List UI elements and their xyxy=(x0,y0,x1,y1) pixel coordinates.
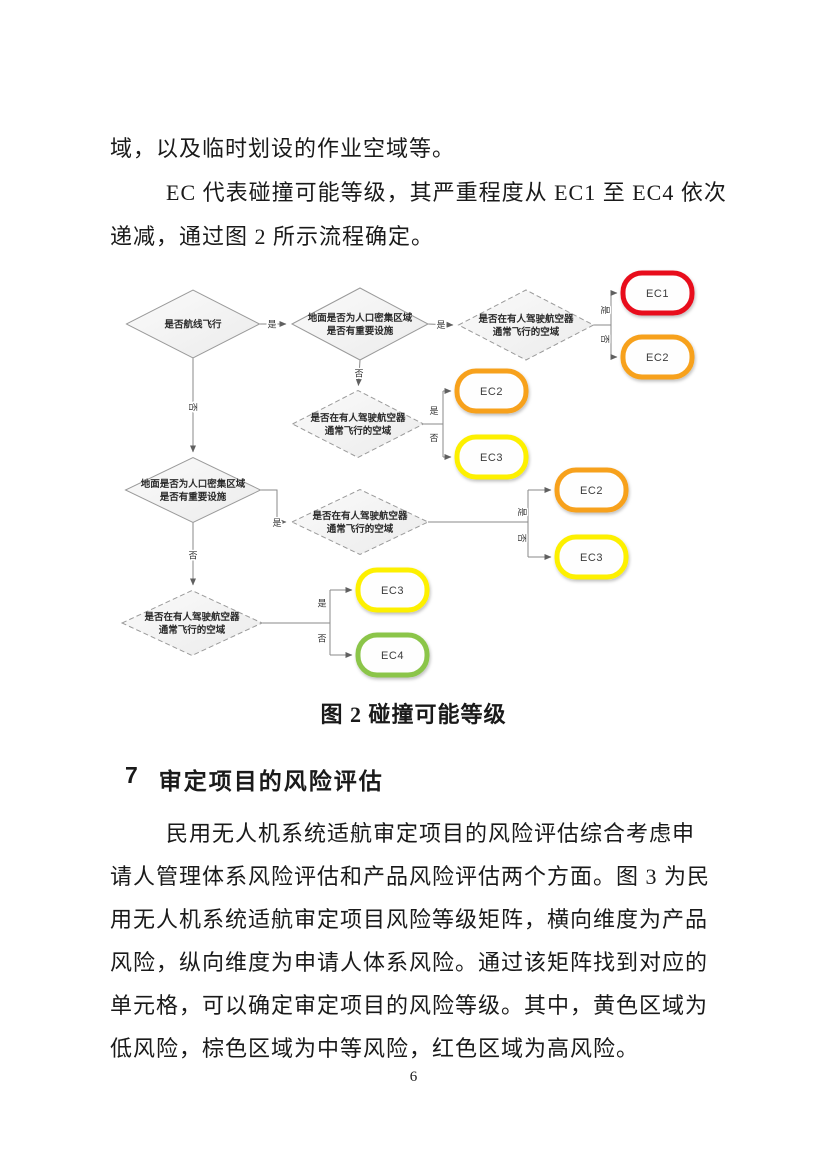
yes-label: 是 xyxy=(272,518,281,528)
decision-label: 是否在有人驾驶航空器 xyxy=(143,611,240,623)
text-line: 低风险，棕色区域为中等风险，红色区域为高风险。 xyxy=(110,1036,640,1061)
ec-level-label: EC4 xyxy=(381,650,404,662)
yes-label: 是 xyxy=(317,599,326,609)
decision-label: 地面是否为人口密集区域 xyxy=(308,312,413,324)
ec-level-label: EC2 xyxy=(580,485,603,497)
decision-label: 是否在有人驾驶航空器 xyxy=(309,412,406,424)
text-line: 请人管理体系风险评估和产品风险评估两个方面。图 3 为民 xyxy=(110,864,711,889)
decision-route-flight: 是否航线飞行 xyxy=(125,289,261,359)
decision-manned-airspace-2: 是否在有人驾驶航空器 通常飞行的空域 xyxy=(291,389,425,459)
ec-level-label: EC1 xyxy=(646,288,669,300)
no-label: 否 xyxy=(600,334,610,343)
decision-label: 通常飞行的空域 xyxy=(493,326,560,338)
body-paragraph-2: 民用无人机系统适航审定项目的风险评估综合考虑申 请人管理体系风险评估和产品风险评… xyxy=(110,812,714,1070)
result-ec3-c: EC3 xyxy=(355,567,430,613)
section-number: 7 xyxy=(125,762,140,788)
yes-label: 是 xyxy=(429,406,438,416)
figure-2-flowchart: 是 是 是 否 否 是 否 否 是 否 是 否 是 否 是否航线飞行 xyxy=(0,260,827,700)
no-label: 否 xyxy=(429,433,438,443)
section-heading: 7 审定项目的风险评估 xyxy=(125,762,384,796)
decision-label: 是否有重要设施 xyxy=(159,491,227,503)
ec-level-label: EC3 xyxy=(580,552,603,564)
text-line: 风险，纵向维度为申请人体系风险。通过该矩阵找到对应的 xyxy=(110,950,709,975)
text-line: 单元格，可以确定审定项目的风险等级。其中，黄色区域为 xyxy=(110,993,709,1018)
decision-manned-airspace-3: 是否在有人驾驶航空器 通常飞行的空域 xyxy=(290,488,430,556)
no-label: 否 xyxy=(517,533,527,542)
yes-label: 是 xyxy=(267,320,276,330)
result-ec2-b: EC2 xyxy=(454,368,529,414)
no-label: 否 xyxy=(188,402,198,411)
decision-label: 是否在有人驾驶航空器 xyxy=(311,510,408,522)
decision-label: 地面是否为人口密集区域 xyxy=(141,478,246,490)
text-line: 递减，通过图 2 所示流程确定。 xyxy=(110,224,435,249)
decision-label: 通常飞行的空域 xyxy=(327,523,394,535)
result-ec1: EC1 xyxy=(620,270,695,316)
text-line: 民用无人机系统适航审定项目的风险评估综合考虑申 xyxy=(166,821,696,846)
no-label: 否 xyxy=(354,369,363,379)
yes-label: 是 xyxy=(436,320,445,330)
result-ec3-a: EC3 xyxy=(454,434,529,480)
result-ec4: EC4 xyxy=(355,632,430,678)
ec-level-label: EC2 xyxy=(480,386,503,398)
decision-label: 通常飞行的空域 xyxy=(325,425,392,437)
decision-label: 是否航线飞行 xyxy=(163,319,222,331)
decision-manned-airspace-1: 是否在有人驾驶航空器 通常飞行的空域 xyxy=(457,289,595,361)
ec-level-label: EC2 xyxy=(646,352,669,364)
decision-manned-airspace-4: 是否在有人驾驶航空器 通常飞行的空域 xyxy=(120,589,264,657)
decision-label: 通常飞行的空域 xyxy=(159,624,226,636)
section-title: 审定项目的风险评估 xyxy=(158,768,384,794)
result-ec2-a: EC2 xyxy=(620,334,695,380)
ec-level-label: EC3 xyxy=(480,452,503,464)
result-ec2-c: EC2 xyxy=(554,467,629,513)
decision-label: 是否在有人驾驶航空器 xyxy=(477,313,574,325)
result-ec3-b: EC3 xyxy=(554,534,629,580)
yes-label: 是 xyxy=(517,507,527,516)
yes-label: 是 xyxy=(600,305,610,314)
page-number: 6 xyxy=(409,1069,418,1085)
no-label: 否 xyxy=(317,634,326,644)
decision-dense-area-2: 地面是否为人口密集区域 是否有重要设施 xyxy=(124,456,262,524)
text-line: 域，以及临时划设的作业空域等。 xyxy=(110,136,456,161)
branch-labels: 是 是 是 否 否 是 否 否 是 否 是 否 是 否 xyxy=(187,304,612,645)
text-line: 用无人机系统适航审定项目风险等级矩阵，横向维度为产品 xyxy=(110,907,709,932)
flow-connectors xyxy=(190,290,618,658)
figure-caption: 图 2 碰撞可能等级 xyxy=(320,702,507,727)
no-label: 否 xyxy=(188,551,197,561)
text-line: EC 代表碰撞可能等级，其严重程度从 EC1 至 EC4 依次 xyxy=(166,180,727,205)
decision-label: 是否有重要设施 xyxy=(326,325,394,337)
ec-level-label: EC3 xyxy=(381,585,404,597)
body-paragraph-1: 域，以及临时划设的作业空域等。 EC 代表碰撞可能等级，其严重程度从 EC1 至… xyxy=(110,127,727,259)
collision-level-flowchart-svg: 是 是 是 否 否 是 否 否 是 否 是 否 是 否 是否航线飞行 xyxy=(120,270,695,678)
decision-dense-area-1: 地面是否为人口密集区域 是否有重要设施 xyxy=(290,287,430,361)
